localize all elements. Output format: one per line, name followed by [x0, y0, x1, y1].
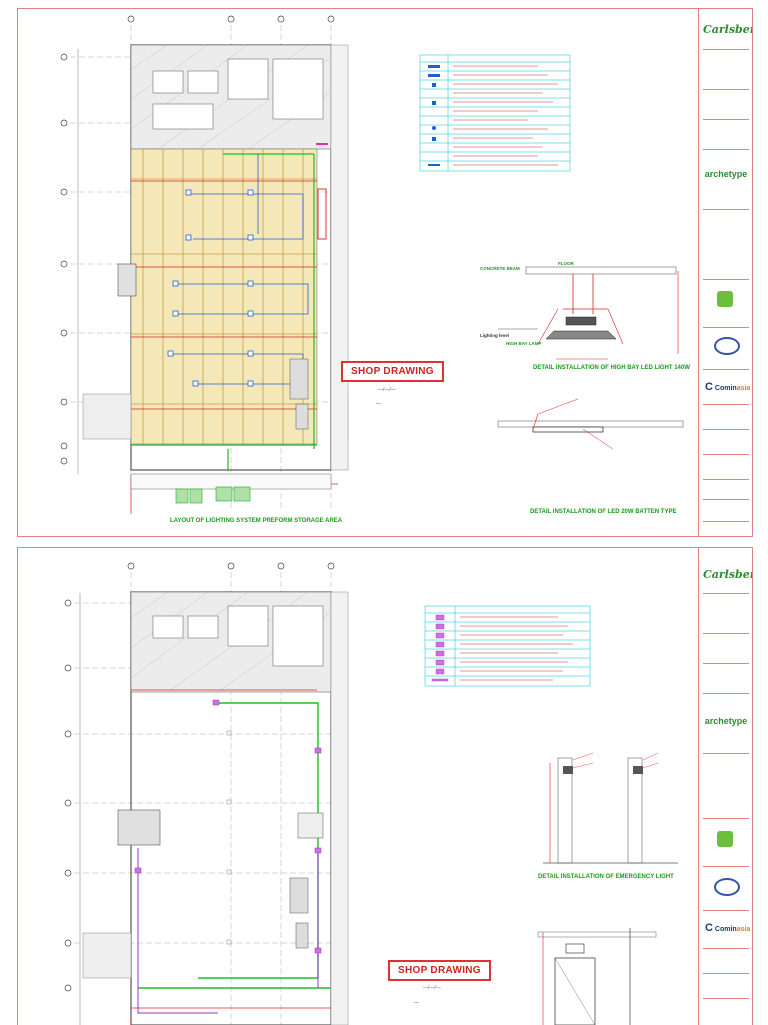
high-bay-lamp-icon — [545, 316, 617, 340]
drawing-sheet-1: SHOP DRAWING —/—/— — LAYOUT OF LIGHTING … — [17, 8, 753, 537]
high-bay-lamp-icon — [167, 189, 254, 387]
green-logo-icon — [717, 291, 733, 307]
detail-title-high-bay: DETAIL INSTALLATION OF HIGH BAY LED LIGH… — [533, 365, 690, 371]
cominasia-logo-prefix: C — [705, 922, 713, 934]
stamp-sign-line: — — [376, 401, 381, 407]
stamp-date-line: —/—/— — [378, 387, 396, 393]
green-logo-icon — [717, 831, 733, 847]
cominasia-logo: C Cominasia — [705, 922, 750, 934]
title-block: Carlsberg archetype C Cominasia — [698, 9, 752, 536]
grid-bubble-icon — [127, 15, 335, 23]
label-floor: FLOOR — [558, 261, 574, 266]
blue-logo-icon — [714, 878, 740, 896]
label-high-bay-lamp: HIGH BAY LAMP — [506, 341, 542, 346]
label-lighting-level: Lighting level — [480, 333, 510, 338]
archetype-logo: archetype — [704, 716, 748, 726]
carlsberg-logo: Carlsberg — [703, 23, 752, 36]
carlsberg-logo: Carlsberg — [703, 568, 752, 581]
sheet-1-drawing — [60, 15, 684, 514]
sheet-2-drawing — [64, 562, 678, 1025]
stamp-sign-line: — — [414, 1000, 419, 1006]
label-concrete-beam: CONCRETE BEAM — [480, 266, 520, 271]
shop-drawing-stamp: SHOP DRAWING — [388, 960, 491, 981]
cominasia-logo: C Cominasia — [705, 381, 750, 393]
cominasia-logo-prefix: C — [705, 381, 713, 393]
detail-title-batten: DETAIL INSTALLATION OF LED 20W BATTEN TY… — [530, 509, 677, 515]
drawing-sheet-2: SHOP DRAWING —/—/— — DETAIL INSTALLATION… — [17, 547, 753, 1025]
blue-logo-icon — [714, 337, 740, 355]
archetype-logo: archetype — [704, 169, 748, 179]
detail-title-emergency: DETAIL INSTALLATION OF EMERGENCY LIGHT — [538, 874, 674, 880]
cominasia-logo-suffix: asia — [736, 385, 751, 392]
shop-drawing-stamp: SHOP DRAWING — [341, 361, 444, 382]
emergency-light-icon — [134, 699, 322, 954]
cominasia-logo-name: Comin — [714, 926, 737, 933]
cominasia-logo-suffix: asia — [736, 926, 751, 933]
stamp-date-line: —/—/— — [423, 985, 441, 991]
title-block: Carlsberg archetype C Cominasia — [698, 548, 752, 1025]
cominasia-logo-name: Comin — [714, 385, 737, 392]
layout-title: LAYOUT OF LIGHTING SYSTEM PREFORM STORAG… — [170, 518, 343, 524]
